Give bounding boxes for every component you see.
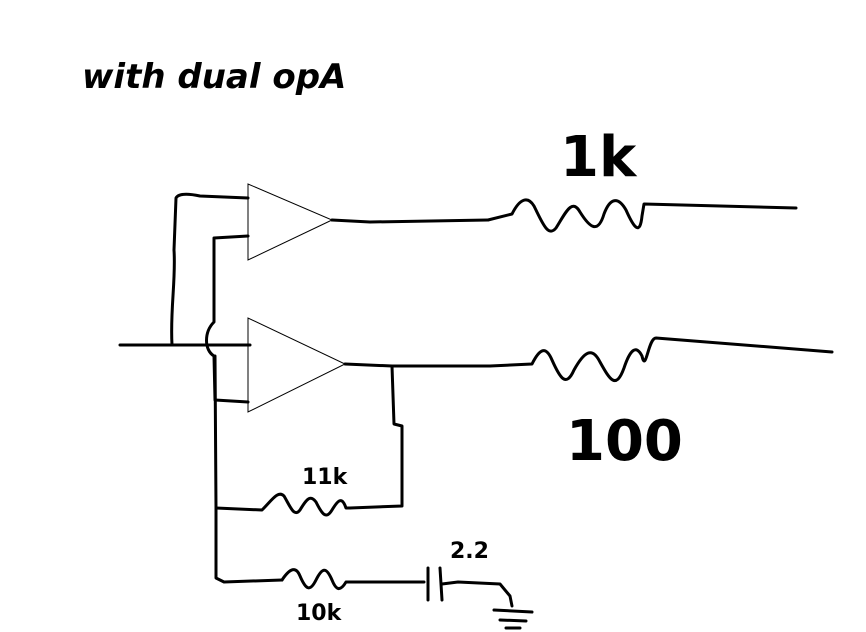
ground-bar-1	[492, 608, 534, 614]
resistor-11k	[214, 492, 352, 517]
resistor-10k	[280, 568, 426, 590]
ground-branch-wire	[213, 354, 284, 584]
diagram-title: with dual opA	[82, 57, 346, 97]
inverting-inputs-wire	[205, 234, 250, 404]
label-2-2: 2.2	[450, 539, 489, 564]
label-11k: 11k	[302, 465, 349, 490]
capacitor-to-ground-wire	[440, 580, 514, 608]
label-100: 100	[566, 409, 683, 474]
top-output-wire	[330, 218, 490, 224]
bottom-output-wire	[343, 362, 492, 368]
input-to-top-opamp-wire	[170, 192, 250, 347]
resistor-100-bottom	[488, 336, 834, 383]
resistor-1k-top	[486, 198, 798, 233]
feedback-wire	[348, 364, 404, 510]
opamp-bottom	[247, 317, 347, 413]
ground-bar-2	[498, 618, 528, 623]
label-10k: 10k	[296, 601, 343, 626]
label-1k: 1k	[560, 125, 638, 190]
opamp-top	[247, 183, 334, 261]
